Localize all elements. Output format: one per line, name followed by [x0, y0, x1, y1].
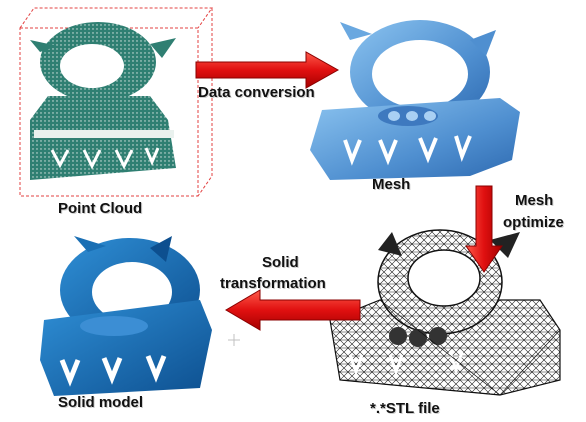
right-arrow	[195, 51, 340, 89]
mesh-label: Mesh	[372, 176, 411, 193]
solid-model-label: Solid model	[58, 394, 144, 411]
point-cloud-head	[30, 22, 176, 102]
down-arrow	[465, 185, 503, 273]
stl-file-label: *.*STL file	[370, 400, 440, 417]
mesh-optimize-label-line1: Mesh	[515, 192, 554, 209]
point-cloud-image	[19, 7, 213, 197]
mesh-image	[310, 20, 520, 180]
point-cloud-label: Point Cloud	[58, 200, 143, 217]
data-conversion-label: Data conversion	[198, 84, 315, 101]
stl-wireframe-image	[329, 229, 561, 396]
point-cloud-body	[30, 96, 176, 180]
mesh-optimize-label-line2: optimize	[503, 214, 564, 231]
solid-transformation-label-line2: transformation	[220, 275, 326, 292]
left-arrow	[225, 289, 361, 331]
solid-transformation-label-line1: Solid	[262, 254, 299, 271]
solid-model-image	[40, 236, 240, 396]
